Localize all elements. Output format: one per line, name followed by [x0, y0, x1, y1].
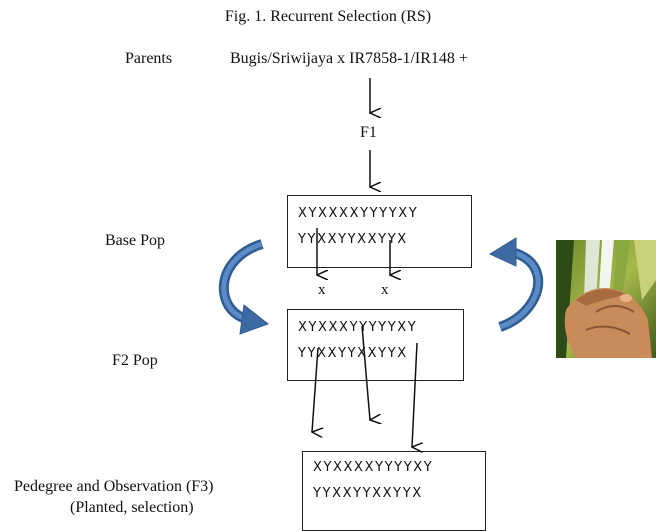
base-pop-row-2: YYXXYYXXYYX: [298, 232, 408, 247]
f1-label: F1: [360, 124, 377, 141]
parents-label: Parents: [125, 50, 173, 67]
base-pop-label: Base Pop: [105, 232, 165, 249]
cycle-arrow-left: [218, 239, 270, 335]
arrow-f2-to-f3-3: [412, 342, 417, 447]
cross-mark-2: x: [381, 282, 389, 298]
base-pop-row-1: XYXXXXYYYYXY: [298, 206, 419, 221]
f3-label-line-1: Pedegree and Observation (F3): [14, 478, 214, 495]
cross-mark-1: x: [318, 282, 326, 298]
f2-pop-row-2: YYXXYYXXYYX: [298, 346, 408, 361]
rice-pollination-photo: [556, 240, 656, 358]
arrows-layer: [218, 78, 544, 519]
f2-pop-row-1: XYXXXYYYYYXY: [298, 320, 418, 335]
f3-label-line-2: (Planted, selection): [70, 499, 194, 516]
cycle-arrow-right: [488, 237, 544, 332]
arrow-f2-to-f3-2: [361, 325, 370, 420]
figure-title: Fig. 1. Recurrent Selection (RS): [224, 8, 432, 25]
f3-box: XYXXXXYYYYXY YYXXYYXXYYX: [302, 451, 486, 531]
f2-pop-box: XYXXXYYYYYXY YYXXYYXXYYX: [287, 309, 464, 381]
f3-row-1: XYXXXXYYYYXY: [313, 460, 434, 475]
arrow-f2-to-f3-1: [312, 347, 318, 432]
parents-cross: Bugis/Sriwijaya x IR7858-1/IR148 +: [230, 50, 468, 67]
f3-row-2: YYXXYYXXYYX: [313, 486, 423, 501]
base-pop-box: XYXXXXYYYYXY YYXXYYXXYYX: [287, 195, 472, 268]
f2-pop-label: F2 Pop: [112, 352, 158, 369]
